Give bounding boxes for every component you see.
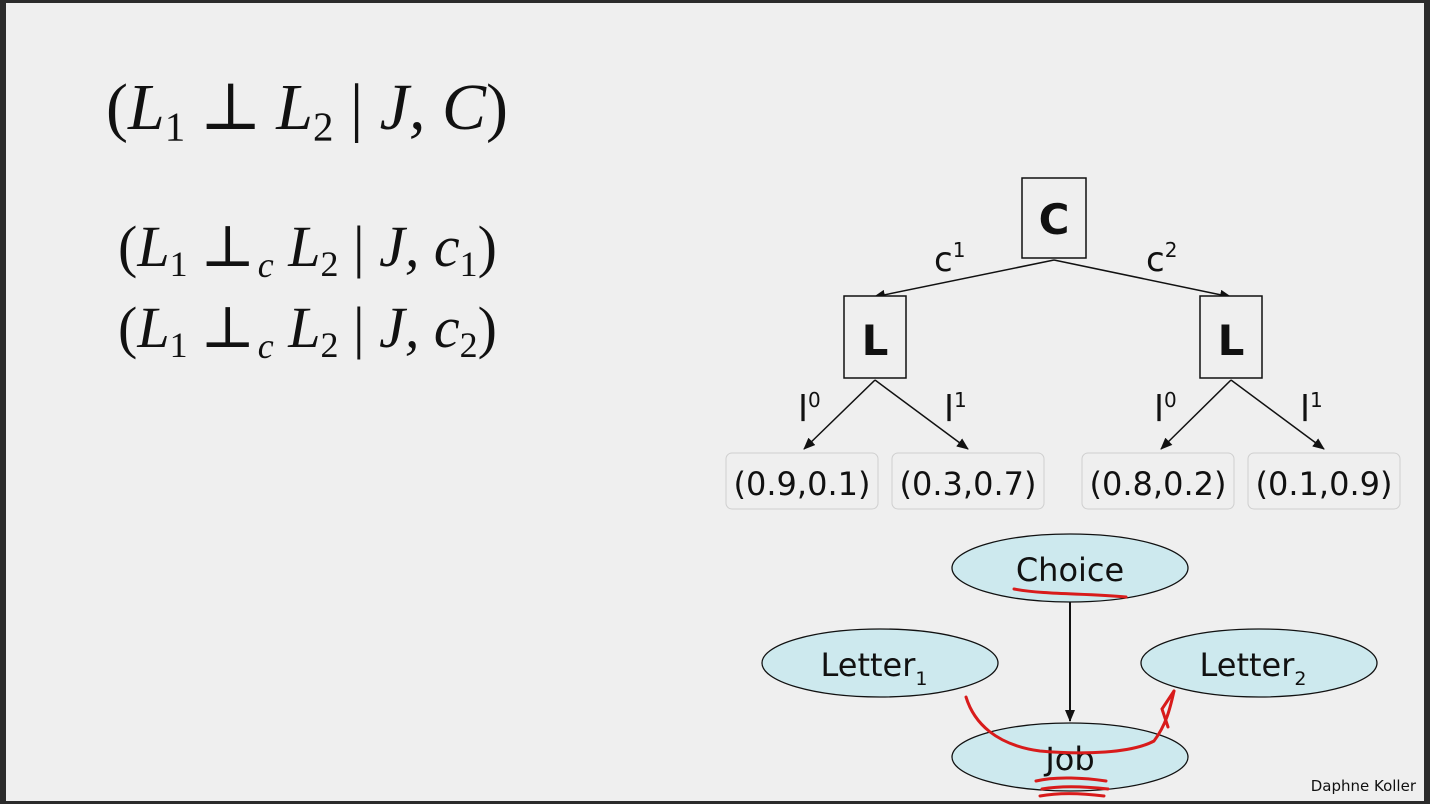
- leaf-4: (0.1,0.9): [1256, 465, 1393, 503]
- sub-2: 2: [320, 325, 339, 366]
- annotation-trail-path: [964, 689, 1176, 755]
- bayes-network: Choice Letter1 Letter2 Job: [761, 533, 1378, 798]
- given-sub: 2: [459, 325, 478, 366]
- var-l2: L: [276, 71, 313, 144]
- given-bar: |: [352, 295, 365, 360]
- leaf-box-1: [725, 452, 879, 510]
- tree-left-node-label: L: [862, 316, 889, 365]
- edge-root-right: [1053, 259, 1232, 300]
- paren-open: (: [106, 71, 128, 144]
- context-sub: c: [257, 244, 274, 285]
- sub-2: 2: [312, 104, 334, 150]
- context-sub: c: [257, 325, 274, 366]
- var-l1: L: [137, 214, 170, 279]
- sub-1: 1: [169, 244, 188, 285]
- node-letter2: [1140, 628, 1378, 698]
- formula-context-c2: (L1⊥c L2|J, c2): [118, 299, 497, 365]
- node-letter1-label: Letter1: [821, 646, 928, 690]
- edge-label-c2: c2: [1146, 238, 1177, 280]
- paren-open: (: [118, 214, 138, 279]
- edge-label-left-l0: l0: [798, 388, 821, 430]
- var-l2: L: [288, 214, 321, 279]
- leaf-box-4: [1247, 452, 1401, 510]
- edge-label-left-l1: l1: [944, 388, 967, 430]
- annotation-underline-job: [1034, 776, 1110, 798]
- node-letter1: [761, 628, 999, 698]
- formula-main: (L1⊥L2|J, C): [106, 75, 508, 148]
- diagram-canvas: C c1 c2 L L l0 l1 l0 l1 (0.9,0.1): [725, 177, 1401, 798]
- edge-right-l0: [1160, 379, 1232, 450]
- given-vars: J, C: [379, 71, 486, 144]
- var-l1: L: [137, 295, 170, 360]
- edge-label-c1: c1: [934, 238, 965, 280]
- paren-close: ): [477, 214, 497, 279]
- node-job-label: Job: [1043, 740, 1094, 778]
- leaf-box-3: [1081, 452, 1235, 510]
- independence-symbol: ⊥: [200, 214, 255, 279]
- annotation-underline-choice: [1012, 587, 1128, 599]
- given-bar: |: [352, 214, 365, 279]
- given-sub: 1: [459, 244, 478, 285]
- given-vars: J, c: [379, 295, 460, 360]
- sub-2: 2: [320, 244, 339, 285]
- node-choice: [951, 533, 1189, 603]
- tree-root-box: [1021, 177, 1087, 259]
- tree-right-node-label: L: [1218, 316, 1245, 365]
- slide: (L1⊥L2|J, C) (L1⊥c L2|J, c1) (L1⊥c L2|J,…: [6, 3, 1424, 801]
- independence-symbol: ⊥: [200, 295, 255, 360]
- leaf-3: (0.8,0.2): [1090, 465, 1227, 503]
- tree-right-node-box: [1199, 295, 1263, 379]
- sub-1: 1: [164, 104, 186, 150]
- edge-label-right-l0: l0: [1154, 388, 1177, 430]
- leaf-1: (0.9,0.1): [734, 465, 871, 503]
- leaf-box-2: [891, 452, 1045, 510]
- tree-left-node-box: [843, 295, 907, 379]
- sub-1: 1: [169, 325, 188, 366]
- given-vars: J, c: [379, 214, 460, 279]
- edge-right-l1: [1230, 379, 1325, 450]
- edge-left-l0: [803, 379, 876, 450]
- var-l2: L: [288, 295, 321, 360]
- tree-cpd: C c1 c2 L L l0 l1 l0 l1 (0.9,0.1): [725, 177, 1401, 510]
- formula-context-c1: (L1⊥c L2|J, c1): [118, 218, 497, 284]
- leaf-2: (0.3,0.7): [900, 465, 1037, 503]
- var-l1: L: [127, 71, 165, 144]
- annotation-trail-hook: [1160, 689, 1176, 729]
- edge-label-right-l1: l1: [1300, 388, 1323, 430]
- tree-root-label: C: [1039, 195, 1070, 244]
- edge-root-left: [873, 259, 1055, 300]
- node-letter2-label: Letter2: [1200, 646, 1307, 690]
- paren-close: ): [477, 295, 497, 360]
- author-signature: Daphne Koller: [1310, 777, 1416, 795]
- paren-close: ): [485, 71, 508, 144]
- node-choice-label: Choice: [1016, 551, 1124, 589]
- independence-symbol: ⊥: [199, 71, 262, 144]
- edge-left-l1: [874, 379, 969, 450]
- given-bar: |: [349, 71, 364, 144]
- paren-open: (: [118, 295, 138, 360]
- node-job: [951, 722, 1189, 792]
